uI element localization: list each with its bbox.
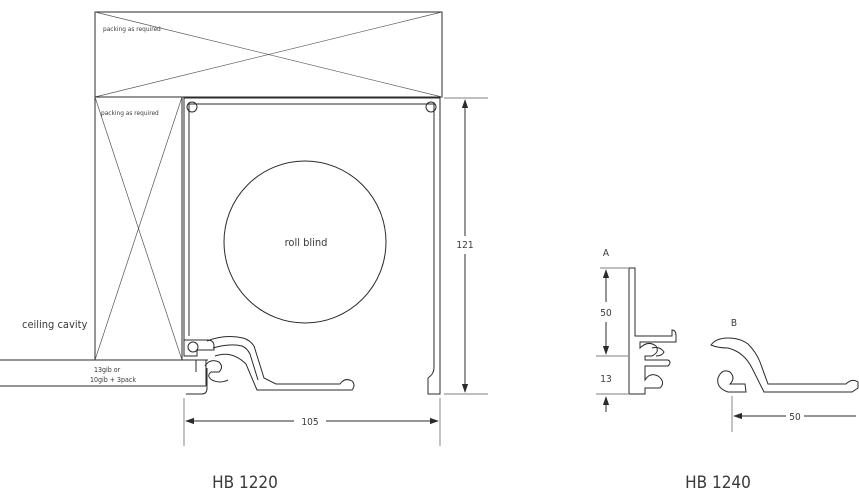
height-dimension: 121: [444, 97, 488, 395]
part-b-label: B: [731, 318, 737, 329]
headbox-profile: [183, 97, 441, 395]
part-a-label: A: [603, 248, 610, 259]
dim-width-label: 105: [301, 417, 318, 428]
roll-blind-circle: [223, 160, 387, 324]
ceiling-cavity-label: ceiling cavity: [22, 318, 87, 331]
roll-blind-label: roll blind: [285, 236, 328, 249]
dim-a-upper-label: 50: [600, 308, 612, 319]
hb1220-drawing: packing as required packing as required: [0, 11, 488, 493]
hb1240-title: HB 1240: [685, 473, 751, 493]
dim-height-label: 121: [456, 240, 473, 251]
gib-label-line1: 13gib or: [94, 366, 121, 374]
part-b-dimension: 50: [731, 396, 856, 432]
hb1240-drawing: A 50 13 B 50 HB 1240: [596, 248, 859, 493]
dim-b-width-label: 50: [789, 412, 801, 423]
part-a-profile: [628, 267, 677, 395]
packing-label-side: packing as required: [101, 109, 159, 117]
width-dimension: 105: [183, 398, 441, 446]
ceiling-gib: ceiling cavity 13gib or 10gib + 3pack: [0, 318, 207, 387]
hb1220-title: HB 1220: [212, 473, 278, 493]
dim-a-lower-label: 13: [600, 374, 611, 385]
packing-label-top: packing as required: [103, 25, 161, 33]
side-packing-box: packing as required: [94, 96, 183, 361]
part-b-profile: [710, 337, 859, 393]
part-a-dimensions: 50 13: [596, 267, 628, 412]
gib-label-line2: 10gib + 3pack: [90, 376, 136, 384]
top-packing-box: packing as required: [94, 11, 443, 98]
